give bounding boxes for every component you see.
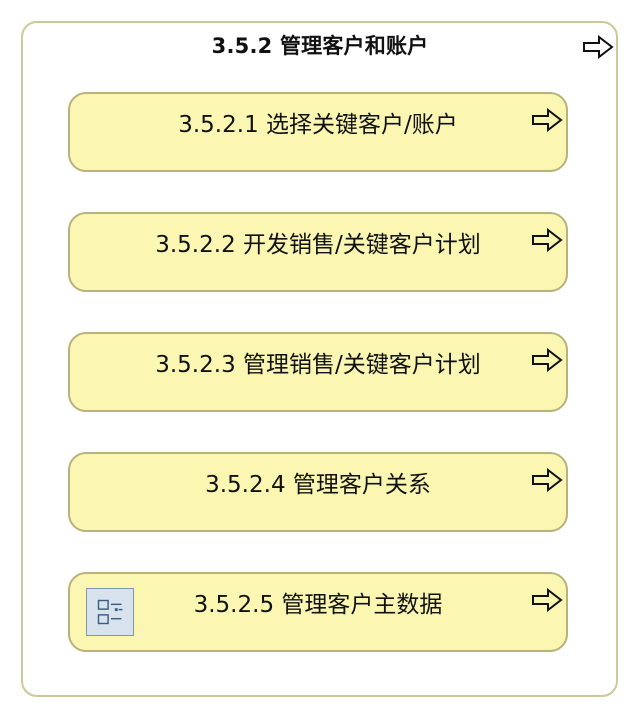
arrow-right-outline-icon[interactable]	[531, 468, 563, 492]
process-box-3-5-2-5[interactable]: 3.5.2.5 管理客户主数据	[68, 572, 568, 652]
process-box-3-5-2-3[interactable]: 3.5.2.3 管理销售/关键客户计划	[68, 332, 568, 412]
arrow-right-outline-icon[interactable]	[531, 228, 563, 252]
process-box-label: 3.5.2.2 开发销售/关键客户计划	[155, 232, 481, 258]
process-group-title: 3.5.2 管理客户和账户	[211, 34, 429, 58]
arrow-right-outline-icon[interactable]	[582, 35, 614, 59]
process-box-label: 3.5.2.1 选择关键客户/账户	[178, 112, 458, 138]
arrow-right-outline-icon[interactable]	[531, 108, 563, 132]
list-data-icon	[86, 588, 134, 636]
arrow-right-outline-icon[interactable]	[531, 348, 563, 372]
process-box-3-5-2-2[interactable]: 3.5.2.2 开发销售/关键客户计划	[68, 212, 568, 292]
process-box-label: 3.5.2.3 管理销售/关键客户计划	[155, 352, 481, 378]
process-box-label: 3.5.2.4 管理客户关系	[205, 472, 431, 498]
arrow-right-outline-icon[interactable]	[531, 588, 563, 612]
process-box-3-5-2-1[interactable]: 3.5.2.1 选择关键客户/账户	[68, 92, 568, 172]
process-box-3-5-2-4[interactable]: 3.5.2.4 管理客户关系	[68, 452, 568, 532]
process-box-label: 3.5.2.5 管理客户主数据	[193, 592, 443, 618]
